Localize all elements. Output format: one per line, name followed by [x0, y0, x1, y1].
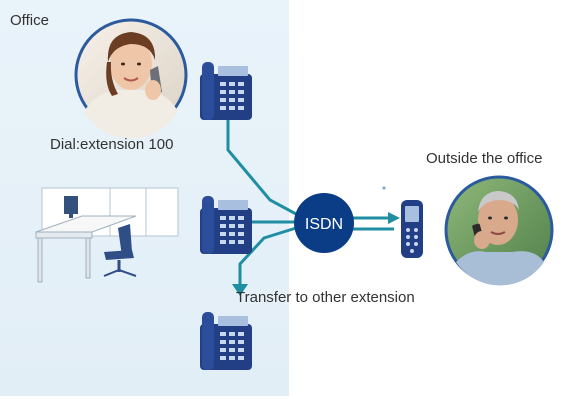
desk-phone-icon: [200, 62, 252, 120]
isdn-node: ISDN: [294, 193, 354, 253]
mobile-phone-icon: [401, 200, 423, 258]
arrow-icon: [388, 212, 400, 224]
transfer-extension-label: Transfer to other extension: [236, 289, 415, 306]
line-phone1-to-isdn: [226, 120, 297, 216]
connection-lines: [226, 120, 398, 288]
desk-phone-icon: [200, 196, 252, 254]
man-on-mobile-icon: [444, 175, 554, 286]
desk-phone-icon: [200, 312, 252, 370]
arrow-icon: [232, 284, 248, 296]
office-label: Office: [10, 12, 49, 29]
dial-extension-label: Dial:extension 100: [50, 136, 174, 153]
outside-office-label: Outside the office: [426, 150, 543, 167]
isdn-label: ISDN: [305, 216, 343, 233]
woman-on-phone-icon: [74, 18, 188, 139]
line-isdn-to-phone3: [238, 226, 297, 288]
office-desk-icon: [35, 187, 179, 283]
